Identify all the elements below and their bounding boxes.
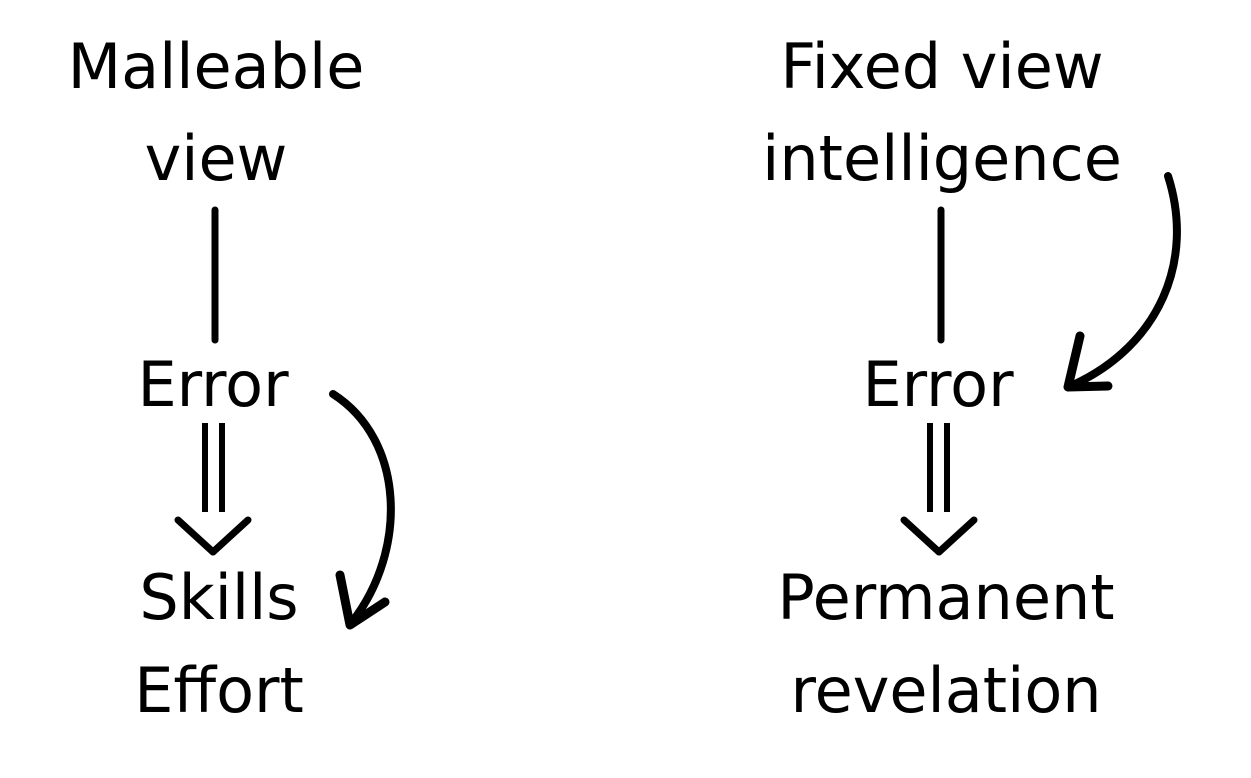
left-bottom-line1: Skills bbox=[139, 561, 299, 634]
left-error-label: Error bbox=[137, 348, 289, 421]
right-title-line2: intelligence bbox=[762, 122, 1122, 195]
left-title-line1: Malleable bbox=[67, 30, 365, 103]
right-error-label: Error bbox=[862, 348, 1014, 421]
left-bottom-line2: Effort bbox=[134, 654, 304, 727]
right-title-line1: Fixed view bbox=[780, 30, 1104, 103]
right-bottom-line2: revelation bbox=[790, 654, 1102, 727]
left-implies-arrow bbox=[174, 423, 252, 556]
right-bottom-line1: Permanent bbox=[777, 561, 1115, 634]
right-implies-arrow bbox=[900, 423, 978, 556]
left-curved-arrow bbox=[329, 390, 395, 630]
right-curved-arrow bbox=[1063, 172, 1181, 392]
left-title-line2: view bbox=[144, 122, 288, 195]
